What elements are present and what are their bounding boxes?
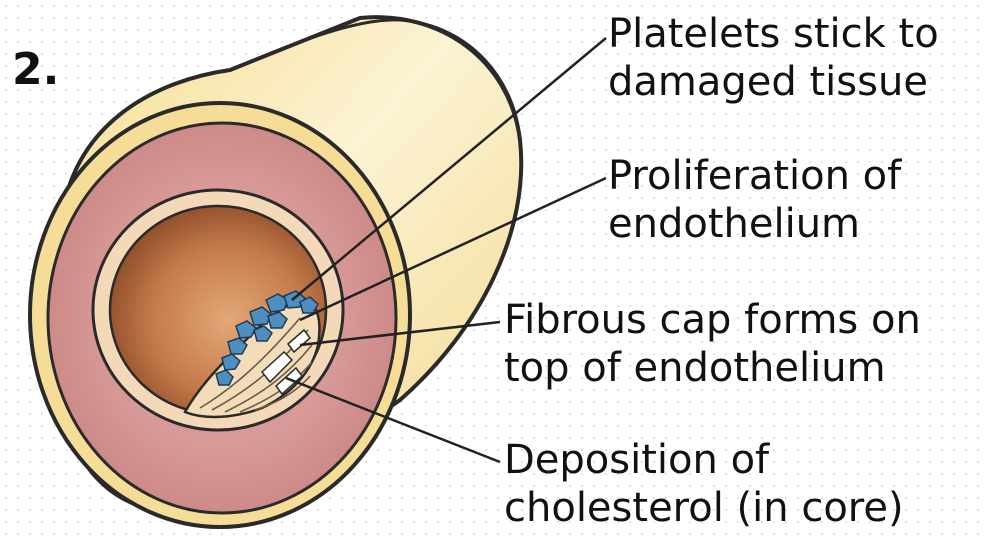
label-fibrous-cap: Fibrous cap forms on top of endothelium bbox=[504, 296, 921, 392]
label-platelets-line2: damaged tissue bbox=[608, 58, 939, 106]
label-platelets-line1: Platelets stick to bbox=[608, 10, 939, 58]
label-proliferation-line1: Proliferation of bbox=[608, 152, 901, 200]
label-proliferation-line2: endothelium bbox=[608, 200, 901, 248]
label-cholesterol: Deposition of cholesterol (in core) bbox=[504, 436, 904, 532]
label-fibrous-cap-line1: Fibrous cap forms on bbox=[504, 296, 921, 344]
label-proliferation: Proliferation of endothelium bbox=[608, 152, 901, 248]
label-platelets: Platelets stick to damaged tissue bbox=[608, 10, 939, 106]
label-fibrous-cap-line2: top of endothelium bbox=[504, 344, 921, 392]
label-cholesterol-line2: cholesterol (in core) bbox=[504, 484, 904, 532]
label-cholesterol-line1: Deposition of bbox=[504, 436, 904, 484]
